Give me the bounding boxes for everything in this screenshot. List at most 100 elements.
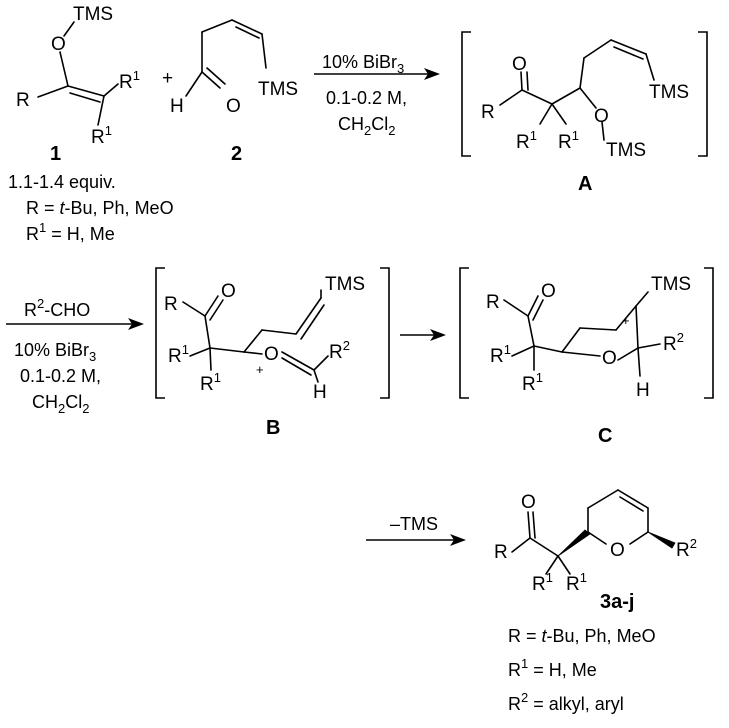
intermediate-label-a: A xyxy=(578,173,592,195)
bracket-right xyxy=(704,267,714,399)
bond-c-r1-lower xyxy=(97,95,105,126)
r2-label: R2 xyxy=(676,536,697,561)
tms-label: TMS xyxy=(258,79,298,100)
concentration-label: 0.1-0.2 M, xyxy=(20,366,101,386)
bond-cq-r1b xyxy=(557,555,571,575)
r-label: R xyxy=(164,294,178,315)
wedge-bond xyxy=(647,531,676,549)
tms-label: TMS xyxy=(73,4,113,25)
tms-label: TMS xyxy=(606,140,646,161)
bond-alkene-a xyxy=(231,19,263,35)
r1-label: R1 xyxy=(558,128,579,153)
oxygen-label: O xyxy=(594,106,609,127)
bond-c-r2 xyxy=(637,343,661,349)
bond-c-h xyxy=(637,347,641,377)
bond-ring-alkene-b xyxy=(619,496,644,512)
bond-o-tms xyxy=(601,121,605,141)
bond-ring-6 xyxy=(561,351,601,357)
r1-definition: R1 = H, Me xyxy=(508,656,597,680)
bond-ch-ch2 xyxy=(243,329,263,353)
bond-ring-5 xyxy=(617,347,639,361)
bond-cq-r1a xyxy=(189,347,211,357)
bond-c-r xyxy=(37,85,69,98)
wedge-bond xyxy=(557,529,591,557)
r1-definition: R1 = H, Me xyxy=(26,220,115,244)
bond-c-cq xyxy=(527,315,535,347)
bond-ring-3 xyxy=(615,305,637,331)
bond-ch2-ch xyxy=(261,329,297,335)
bond-cq-r1a xyxy=(545,555,559,575)
reaction-arrow-b-to-c xyxy=(400,329,446,341)
bracket-left xyxy=(459,267,469,399)
catalyst-label: 10% BiBr3 xyxy=(322,52,404,76)
bond-cq-r1b xyxy=(209,347,212,371)
hydrogen-label: H xyxy=(313,382,327,403)
r-label: R xyxy=(494,542,508,563)
bond-co-a xyxy=(201,71,221,89)
bracket-right xyxy=(698,31,708,157)
r1-label: R1 xyxy=(200,370,221,395)
r1-label: R1 xyxy=(119,68,140,93)
bond-alkene-a xyxy=(295,297,322,335)
oxygen-label: O xyxy=(602,348,617,369)
r-label: R xyxy=(16,90,30,111)
bond-ch-ch2 xyxy=(579,57,585,89)
r1-label: R1 xyxy=(566,570,587,595)
bond-co-a xyxy=(527,295,539,317)
bond-co-b xyxy=(209,299,224,321)
bond-oxocarbenium-a xyxy=(281,351,315,371)
bond-cq-r1a xyxy=(511,345,535,357)
oxygen-label: O xyxy=(51,34,66,55)
aldehyde-reagent-label: R2-CHO xyxy=(24,296,90,320)
bond-c-cq xyxy=(521,89,553,105)
bond-co-b xyxy=(532,511,536,539)
bond-ring-1 xyxy=(561,327,581,353)
r2-definition: R2 = alkyl, aryl xyxy=(508,690,624,714)
concentration-label: 0.1-0.2 M, xyxy=(326,88,407,108)
solvent-label: CH2Cl2 xyxy=(338,114,395,138)
r1-label: R1 xyxy=(522,370,543,395)
r-label: R xyxy=(481,102,495,123)
bond-cq-ch xyxy=(551,87,581,105)
intermediate-a: O R R1 R1 O TMS TMS xyxy=(461,31,708,161)
oxygen-label: O xyxy=(610,540,625,561)
bond-oxocarbenium-b xyxy=(281,357,312,376)
bond-r-c xyxy=(511,537,531,553)
product-3a-j: O R R1 R1 O R2 xyxy=(494,489,697,595)
oxygen-label: O xyxy=(521,492,536,513)
bond-ring-2 xyxy=(587,489,619,509)
r-label: R xyxy=(486,292,500,313)
r2-label: R2 xyxy=(663,330,684,355)
r1-label: R1 xyxy=(532,570,553,595)
r1-label: R1 xyxy=(91,123,112,148)
intermediate-label-b: B xyxy=(266,417,280,439)
bond-ring-4 xyxy=(635,305,639,349)
bond-cq-r1a xyxy=(539,103,553,125)
r-definition: R = t-Bu, Ph, MeO xyxy=(508,626,656,646)
bond-double-a xyxy=(67,85,105,97)
bond-co-b xyxy=(526,71,529,91)
tms-label: TMS xyxy=(651,274,691,295)
bond-cq-ch xyxy=(209,347,245,353)
bracket-left xyxy=(461,31,471,157)
bond-ch-o xyxy=(243,351,263,355)
arrow-head xyxy=(424,68,440,80)
bond-co-b xyxy=(206,67,226,85)
bond-double-b xyxy=(69,92,101,103)
bond-ring-alkene-a xyxy=(617,489,649,509)
compound-number-2: 2 xyxy=(231,143,242,165)
reaction-arrow-step2: R2-CHO 10% BiBr3 0.1-0.2 M, CH2Cl2 xyxy=(6,296,144,416)
bond-c-r1-upper xyxy=(103,83,119,97)
oxygen-label: O xyxy=(226,96,241,117)
reaction-arrow-step3: –TMS xyxy=(366,514,466,546)
bond-cq-r1b xyxy=(551,103,567,125)
plus-sign: + xyxy=(162,68,173,89)
bond-alkene-b xyxy=(235,26,260,39)
compound-2-aldehyde: H O TMS xyxy=(170,19,298,117)
r1-label: R1 xyxy=(516,128,537,153)
bond-o-c xyxy=(59,51,69,87)
r-definition: R = t-Bu, Ph, MeO xyxy=(26,198,174,218)
bond-co-b xyxy=(532,299,544,321)
hydrogen-label: H xyxy=(636,380,650,401)
bond-ch-o xyxy=(579,87,597,109)
